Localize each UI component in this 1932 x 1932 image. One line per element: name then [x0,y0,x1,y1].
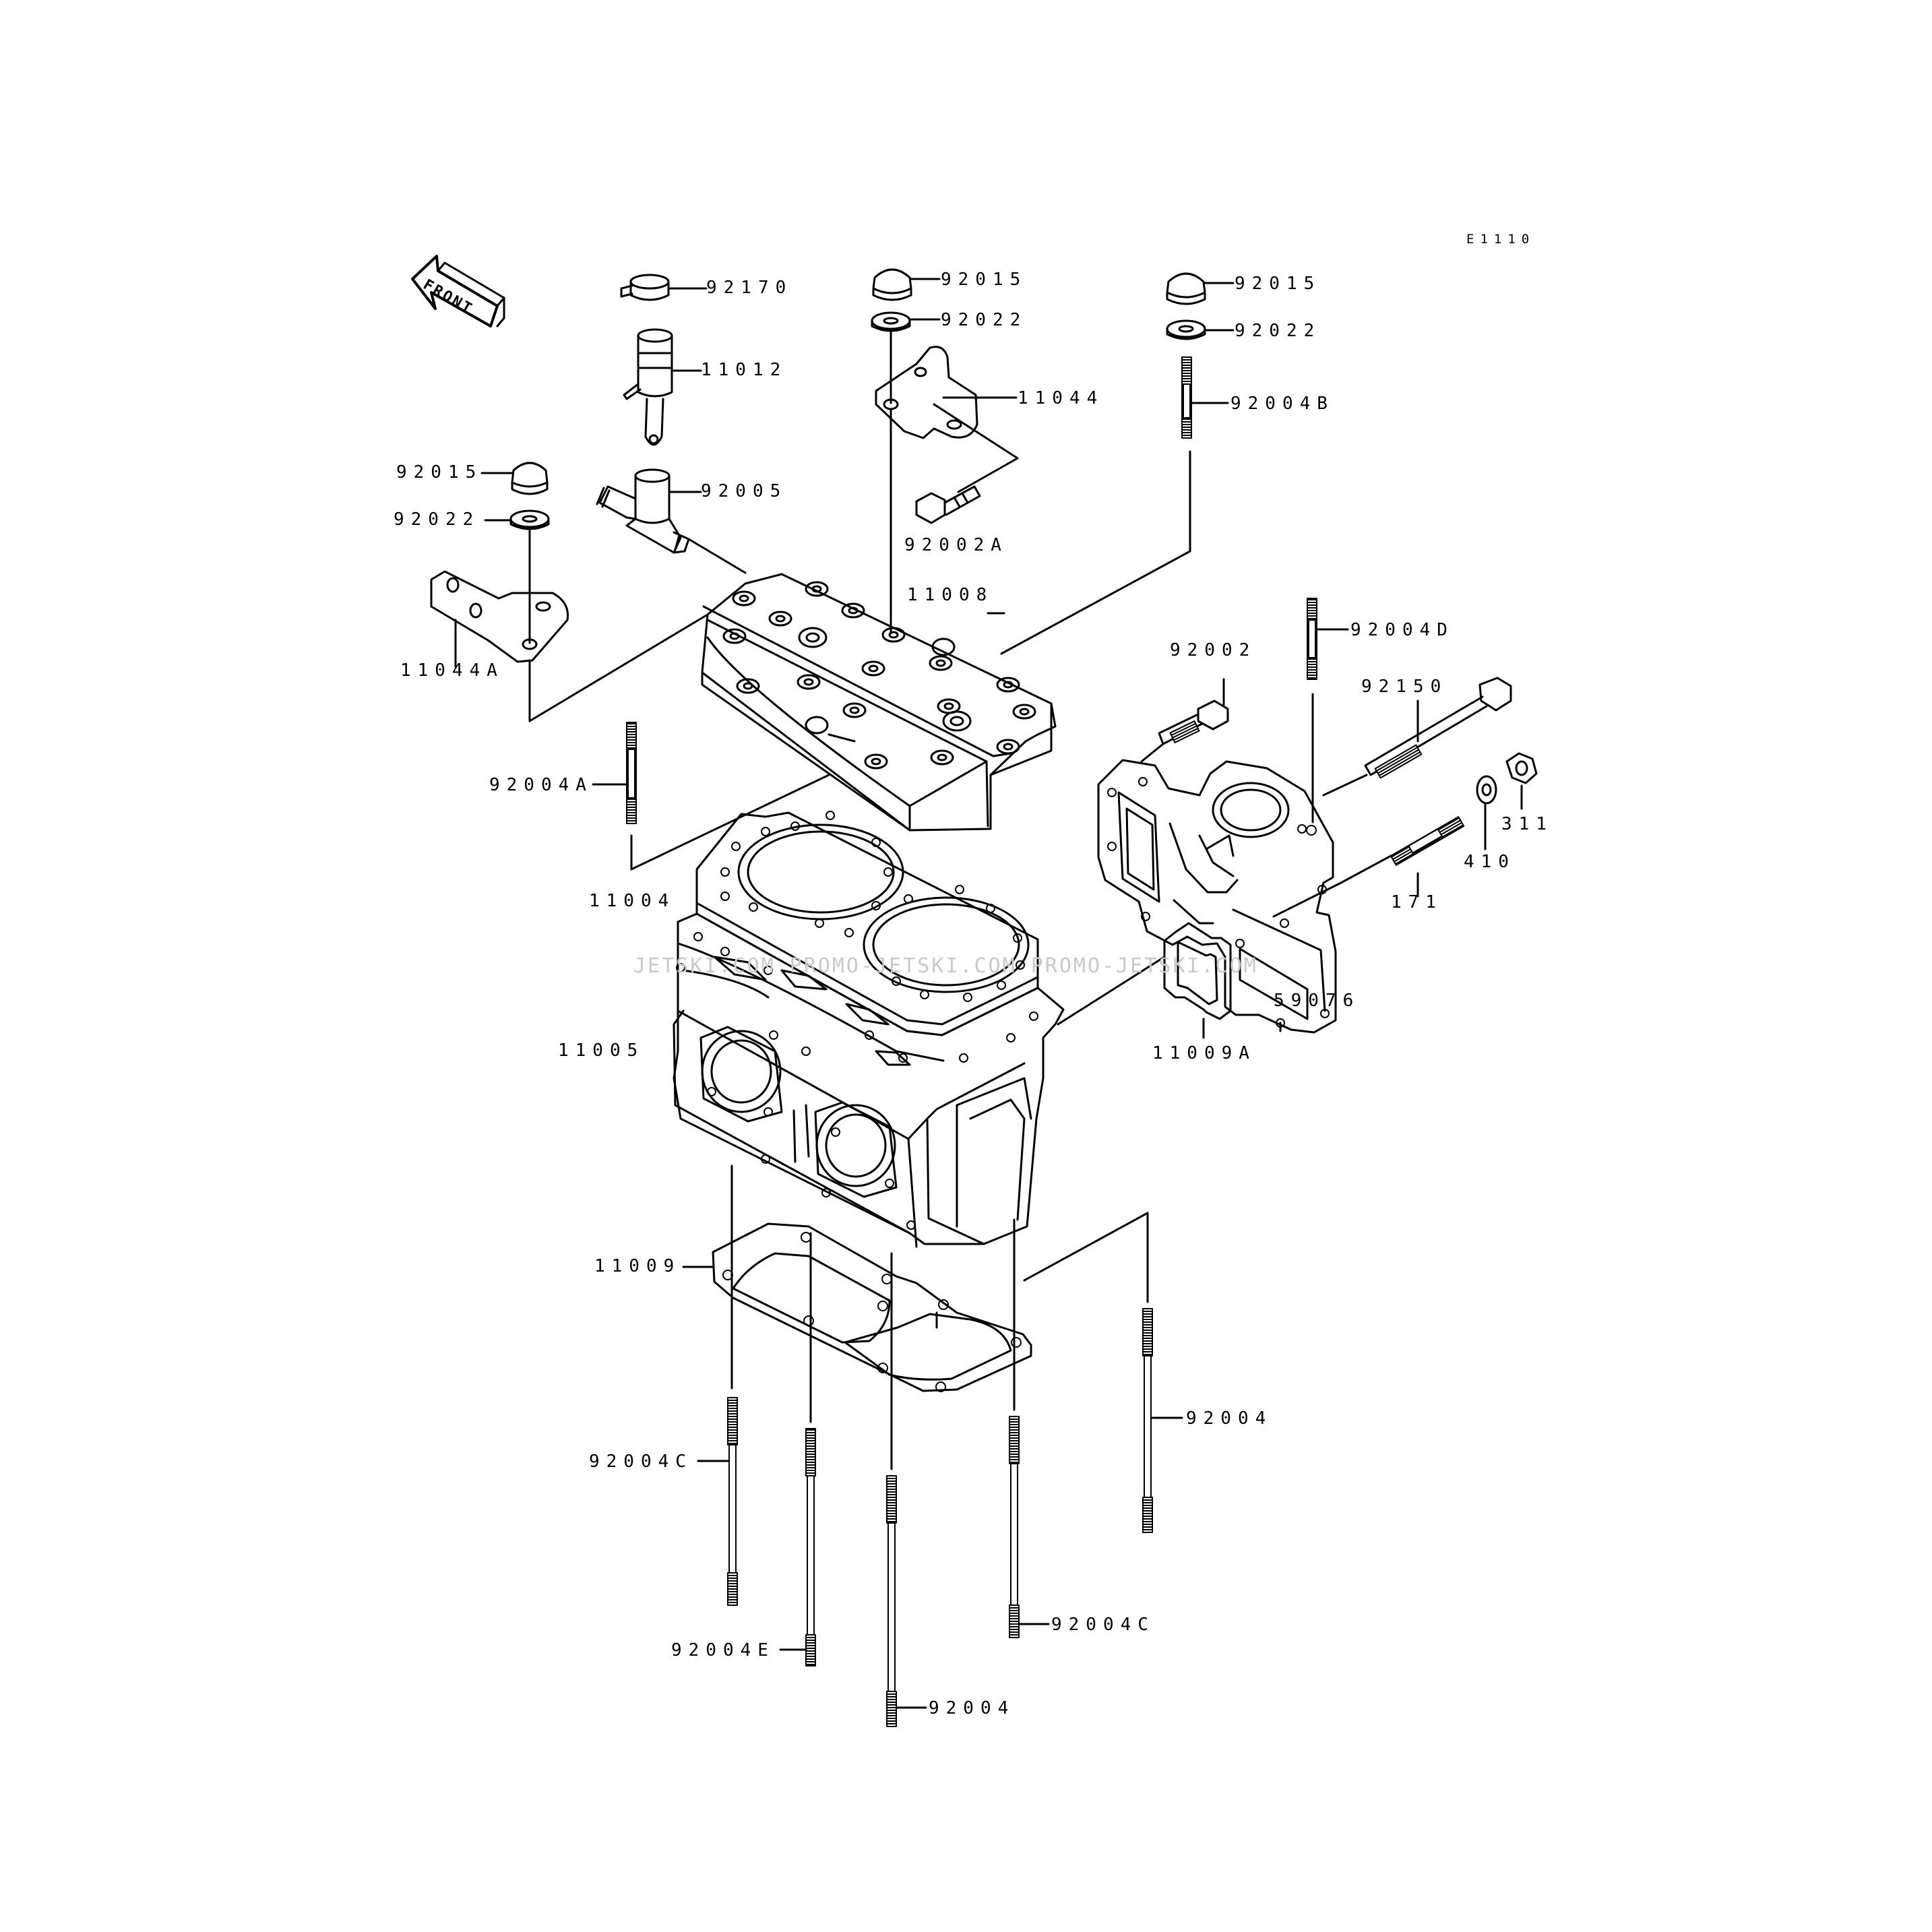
washer-92022-middle [871,311,911,332]
base-gasket-11009 [712,1222,1032,1392]
stud-92004E [805,1428,816,1666]
stud-92004-right [1142,1308,1153,1533]
callout-92022-right: 92022 [1235,321,1321,341]
callout-11009: 11009 [594,1256,681,1276]
stud-92004D [1307,598,1317,680]
callout-11012: 11012 [701,360,788,380]
callout-92015-left: 92015 [396,462,483,482]
stud-92004C-left [727,1397,738,1606]
nut-92015-right [1166,272,1206,305]
callout-92004E: 92004E [671,1640,775,1660]
stud-92004C-right [1009,1416,1020,1638]
callout-92022-middle: 92022 [941,310,1028,330]
nut-92015-middle [872,268,912,301]
bolt-92002A [915,485,981,524]
callout-11044A: 11044A [400,660,504,681]
callout-92015-right: 92015 [1235,274,1321,294]
front-arrow-icon [411,255,505,328]
callout-59076: 59076 [1274,991,1361,1011]
callout-92022-left: 92022 [394,509,480,530]
callout-92004D: 92004D [1350,620,1454,640]
washer-92022-right [1166,319,1206,340]
head-gasket-11004 [695,811,1039,1036]
bracket-11044A [430,570,569,663]
callout-92150: 92150 [1361,677,1448,697]
callout-92004-center: 92004 [929,1698,1016,1718]
callout-11009A: 11009A [1152,1043,1256,1063]
washer-410 [1476,775,1497,805]
callout-171: 171 [1391,892,1443,912]
nut-92015-left [511,462,549,495]
bolt-92150 [1364,677,1512,779]
diagram-code: E1110 [1466,232,1536,247]
washer-92022-left [509,509,550,530]
callout-11004: 11004 [589,891,676,911]
callout-11044: 11044 [1018,388,1104,408]
callout-92004B: 92004B [1230,394,1334,414]
callout-311: 311 [1501,814,1553,834]
callout-92004A: 92004A [489,775,593,795]
stud-92004A [626,722,637,824]
hose-clamp-92170 [620,274,670,301]
callout-92002: 92002 [1170,640,1257,660]
watermark-text: JETSKI.COM PROMO-JETSKI.COM PROMO-JETSKI… [633,954,1258,978]
callout-92005: 92005 [701,481,788,501]
stud-171 [1390,816,1465,866]
manifold-59076 [1097,759,1337,1034]
callout-410: 410 [1464,852,1516,872]
callout-92002A: 92002A [904,535,1008,555]
elbow-92005 [596,468,690,554]
callout-11005: 11005 [558,1040,645,1061]
bolt-92002 [1158,699,1229,745]
callout-92015-middle: 92015 [941,270,1028,290]
stud-92004-center [886,1475,897,1727]
gasket-11009A [1163,922,1232,1020]
nut-311 [1505,752,1538,784]
callout-92004C-right: 92004C [1051,1615,1155,1635]
callout-11008: 11008 [907,585,994,605]
callout-92004C-left: 92004C [589,1452,693,1472]
stud-92004B [1181,356,1192,439]
cylinder-block-11005 [673,912,1065,1248]
callout-92170: 92170 [706,278,793,298]
cylinder-head-11008 [701,573,1057,832]
fitting-11012 [623,328,673,446]
callout-92004-right: 92004 [1186,1408,1273,1429]
